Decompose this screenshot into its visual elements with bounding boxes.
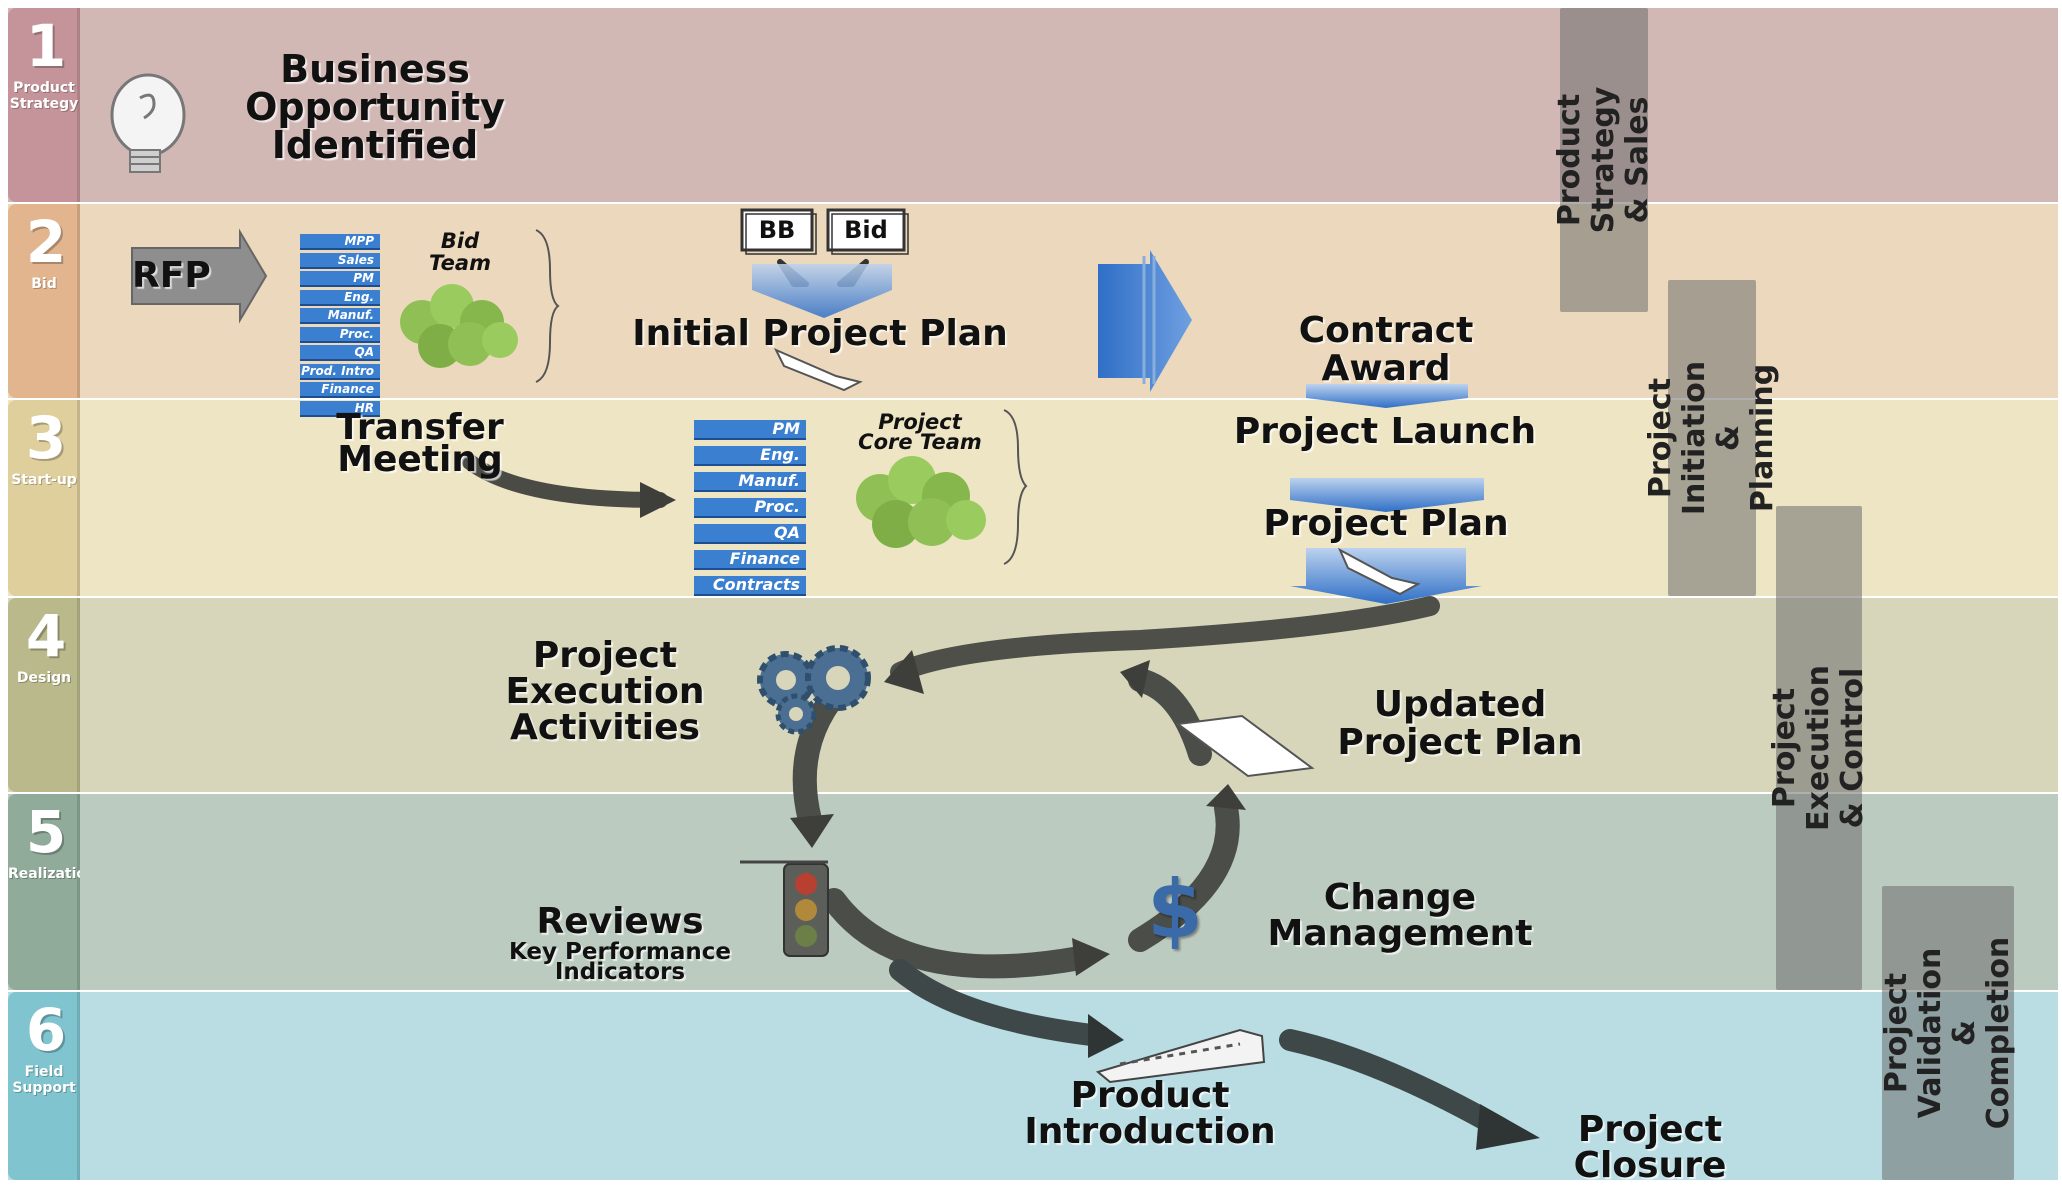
cycle-bottom-arc — [822, 888, 1092, 979]
bid-document-label: Bid — [844, 216, 888, 244]
stage-tab-3: 3 Start-up — [8, 400, 80, 596]
stage-number: 1 — [25, 12, 67, 80]
train-icon — [1095, 1028, 1266, 1084]
role-pm: PM — [300, 271, 380, 287]
plan-document-icon — [773, 347, 863, 392]
stage-label: Product Strategy — [9, 80, 79, 112]
role-proc: Proc. — [300, 326, 380, 343]
execution-arrowhead — [884, 650, 924, 694]
phase-project-validation-completion: Project Validation & Completion — [1879, 886, 2016, 1180]
role-pm: PM — [694, 420, 806, 440]
stage-label: Start-up — [11, 472, 77, 488]
stage-label: Bid — [31, 276, 57, 292]
stage-tab-4: 4 Design — [8, 598, 80, 792]
updated-project-plan-label: Updated Project Plan — [1337, 684, 1583, 763]
plan-to-execution-arrow — [890, 596, 1440, 682]
bid-roles-list: MPP Sales PM Eng. Manuf. Proc. QA Prod. … — [300, 234, 380, 419]
cycle-arrowhead-down — [790, 814, 834, 848]
stage-number: 4 — [25, 602, 67, 670]
bid-team-brace — [535, 229, 560, 383]
project-core-team-label: Project Core Team — [858, 410, 982, 454]
role-manuf: Manuf. — [694, 472, 806, 492]
bb-document-icon — [740, 208, 817, 255]
business-opportunity-label: Business Opportunity Identified — [245, 47, 505, 167]
product-intro-arrowhead — [1088, 1014, 1124, 1058]
bid-team-label: Bid Team — [429, 229, 491, 275]
project-closure-label: Project Closure — [1573, 1109, 1727, 1186]
dollar-sign-icon: $ — [1147, 863, 1203, 956]
core-team-puzzle-icon — [856, 456, 986, 548]
stage-label: Design — [16, 670, 72, 686]
cycle-arrowhead-upleft — [1120, 660, 1150, 698]
band-design — [8, 598, 2058, 792]
rfp-arrow-icon — [131, 228, 268, 324]
stage-number: 6 — [25, 996, 67, 1064]
to-closure-arrow — [1279, 1029, 1511, 1139]
product-introduction-label: Product Introduction — [1024, 1075, 1276, 1152]
launch-to-plan-arrow — [1290, 478, 1484, 512]
stage-number: 3 — [25, 404, 67, 472]
to-product-intro-arrow — [889, 959, 1111, 1047]
role-qa: QA — [694, 524, 806, 544]
phase-project-initiation-planning: Project Initiation & Planning — [1643, 280, 1780, 596]
updated-plan-document-icon — [1175, 714, 1315, 778]
role-mpp: MPP — [300, 234, 380, 250]
bid-team-puzzle-icon — [400, 284, 518, 368]
stage-label: Field Support — [12, 1064, 76, 1096]
role-manuf: Manuf. — [300, 308, 380, 324]
lightbulb-icon — [110, 73, 186, 173]
stage-tab-1: 1 Product Strategy — [8, 8, 80, 202]
core-team-brace — [1003, 409, 1028, 565]
initial-plan-down-arrow — [752, 264, 892, 318]
closure-arrowhead — [1476, 1104, 1540, 1150]
stage-tab-6: 6 Field Support — [8, 992, 80, 1180]
stage-number: 5 — [25, 798, 67, 866]
rfp-label: RFP — [132, 255, 211, 296]
gears-icon — [757, 645, 871, 735]
role-finance: Finance — [694, 550, 806, 570]
role-finance: Finance — [300, 382, 380, 398]
transfer-arrowhead — [640, 482, 676, 518]
contract-award-label: Contract Award — [1298, 310, 1474, 389]
cycle-top-arc — [1128, 668, 1212, 766]
bb-document-label: BB — [758, 216, 796, 244]
phase-project-execution-control: Project Execution & Control — [1767, 506, 1870, 990]
bid-document-icon — [826, 208, 909, 255]
kpi-label: Key Performance Indicators — [508, 939, 732, 985]
cycle-right-arc — [1128, 796, 1240, 952]
role-qa: QA — [300, 345, 380, 361]
change-management-label: Change Management — [1267, 877, 1533, 954]
stage-label: Realization — [8, 866, 80, 882]
contract-right-arrow — [1098, 250, 1192, 392]
role-hr: HR — [300, 400, 380, 417]
transfer-meeting-label: Transfer Meeting — [336, 407, 504, 480]
role-eng: Eng. — [300, 289, 380, 306]
award-to-launch-arrow — [1306, 384, 1468, 408]
initial-project-plan-label: Initial Project Plan — [632, 313, 1008, 354]
traffic-light-icon — [740, 860, 829, 957]
role-sales: Sales — [300, 252, 380, 269]
role-eng: Eng. — [694, 446, 806, 466]
stage-tab-5: 5 Realization — [8, 794, 80, 990]
project-plan-label: Project Plan — [1263, 503, 1509, 544]
role-proc: Proc. — [694, 498, 806, 518]
band-product-strategy — [8, 8, 2058, 202]
stage-number: 2 — [25, 208, 67, 276]
phase-product-strategy-sales: Product Strategy & Sales — [1552, 8, 1655, 312]
core-roles-list: PM Eng. Manuf. Proc. QA Finance Contract… — [694, 420, 806, 602]
project-plan-document-icon — [1337, 547, 1421, 596]
project-execution-activities-label: Project Execution Activities — [505, 635, 705, 748]
role-contracts: Contracts — [694, 576, 806, 596]
transfer-arrow — [462, 454, 668, 508]
cycle-arrowhead-right — [1072, 938, 1110, 976]
role-prod-intro: Prod. Intro — [300, 363, 380, 380]
project-launch-label: Project Launch — [1233, 411, 1537, 452]
stage-tab-2: 2 Bid — [8, 204, 80, 398]
cycle-arrowhead-up — [1206, 784, 1246, 810]
reviews-label: Reviews — [536, 901, 704, 942]
